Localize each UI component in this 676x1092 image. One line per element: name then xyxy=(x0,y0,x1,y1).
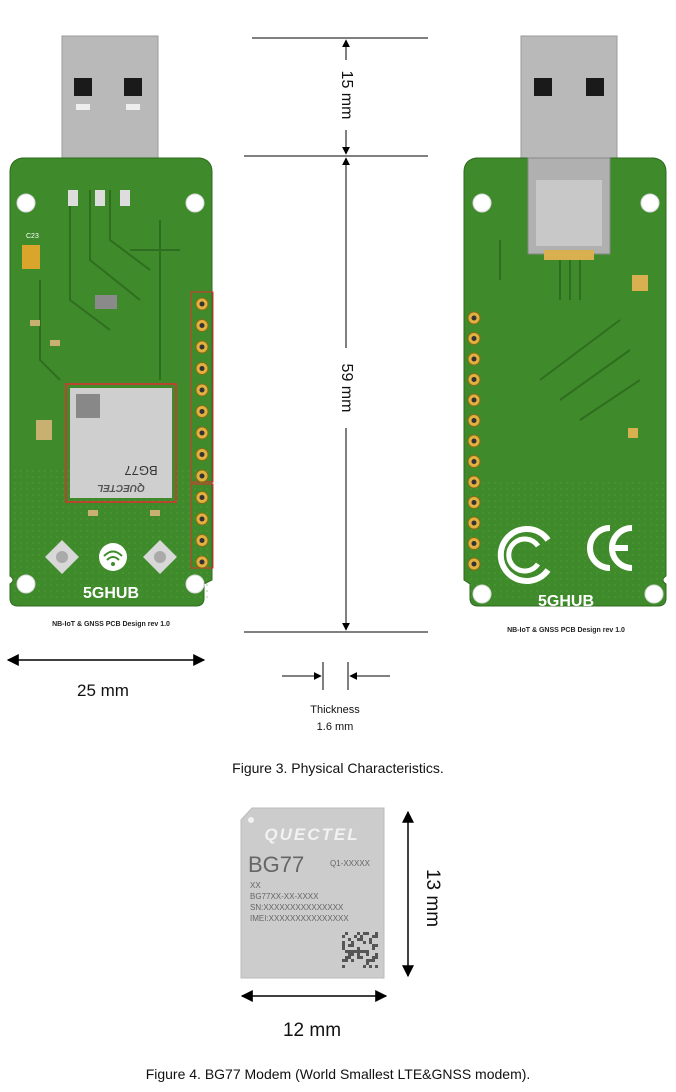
module-width-label: 12 mm xyxy=(282,1020,342,1041)
module-height-label: 13 mm xyxy=(422,869,443,927)
figure3-caption: Figure 3. Physical Characteristics. xyxy=(232,760,444,776)
mount-hole xyxy=(16,193,36,213)
dimension-lines xyxy=(6,37,428,690)
back-website: www.5ghub.us xyxy=(542,615,589,622)
back-design-note: NB-IoT & GNSS PCB Design rev 1.0 xyxy=(507,627,625,634)
qr-code-icon xyxy=(342,932,378,968)
usb-contact xyxy=(586,78,604,96)
bg77-line4: IMEI:XXXXXXXXXXXXXXX xyxy=(250,914,349,923)
front-board: C23 BG77 QUECTEL 5GHUB www.5ghub.us NB-I… xyxy=(9,35,214,628)
mount-hole xyxy=(644,584,664,604)
bg77-module-body xyxy=(240,807,385,979)
bg77-model: BG77 xyxy=(248,852,304,877)
front-module-outline xyxy=(65,383,177,503)
usb-contact xyxy=(76,104,90,110)
mount-hole xyxy=(472,193,492,213)
usb-contact xyxy=(126,104,140,110)
board-length-label: 59 mm xyxy=(338,364,355,413)
back-logo: 5GHUB xyxy=(538,593,594,610)
front-design-note: NB-IoT & GNSS PCB Design rev 1.0 xyxy=(52,621,170,628)
mount-hole xyxy=(185,574,205,594)
wifi-icon xyxy=(99,543,127,571)
svg-text:C23: C23 xyxy=(26,233,39,240)
thickness-value: 1.6 mm xyxy=(316,721,354,733)
width-label: 25 mm xyxy=(77,681,129,700)
usb-contact xyxy=(534,78,552,96)
bg77-brand: QUECTEL xyxy=(264,825,359,844)
bg77-line2: BG77XX-XX-XXXX xyxy=(250,892,319,901)
usb-contact xyxy=(124,78,142,96)
fcc-mark-icon: FC xyxy=(497,526,551,584)
front-website: www.5ghub.us xyxy=(87,607,134,614)
ce-mark-icon: CE xyxy=(587,525,633,571)
usb-contact xyxy=(74,78,92,96)
mount-hole xyxy=(472,584,492,604)
mount-hole xyxy=(640,193,660,213)
front-pin-row xyxy=(195,297,209,569)
front-logo: 5GHUB xyxy=(83,585,139,602)
bg77-module: QUECTEL BG77 Q1-XXXXX XX BG77XX-XX-XXXX … xyxy=(240,807,385,979)
front-module-label: BG77 xyxy=(124,463,157,478)
usb-length-label: 15 mm xyxy=(338,71,355,120)
bg77-line3: SN:XXXXXXXXXXXXXXX xyxy=(250,903,344,912)
mount-hole xyxy=(16,574,36,594)
bg77-batch: Q1-XXXXX xyxy=(330,859,371,868)
back-board: FC CE 5GHUB www.5ghub.us NB-IoT & GNSS P… xyxy=(463,35,667,634)
figure4-caption: Figure 4. BG77 Modem (World Smallest LTE… xyxy=(145,1066,531,1082)
thickness-label: Thickness xyxy=(310,704,360,716)
back-pin-row xyxy=(467,311,481,571)
front-module-brand: QUECTEL xyxy=(97,482,145,493)
bg77-line1: XX xyxy=(250,881,261,890)
mount-hole xyxy=(185,193,205,213)
